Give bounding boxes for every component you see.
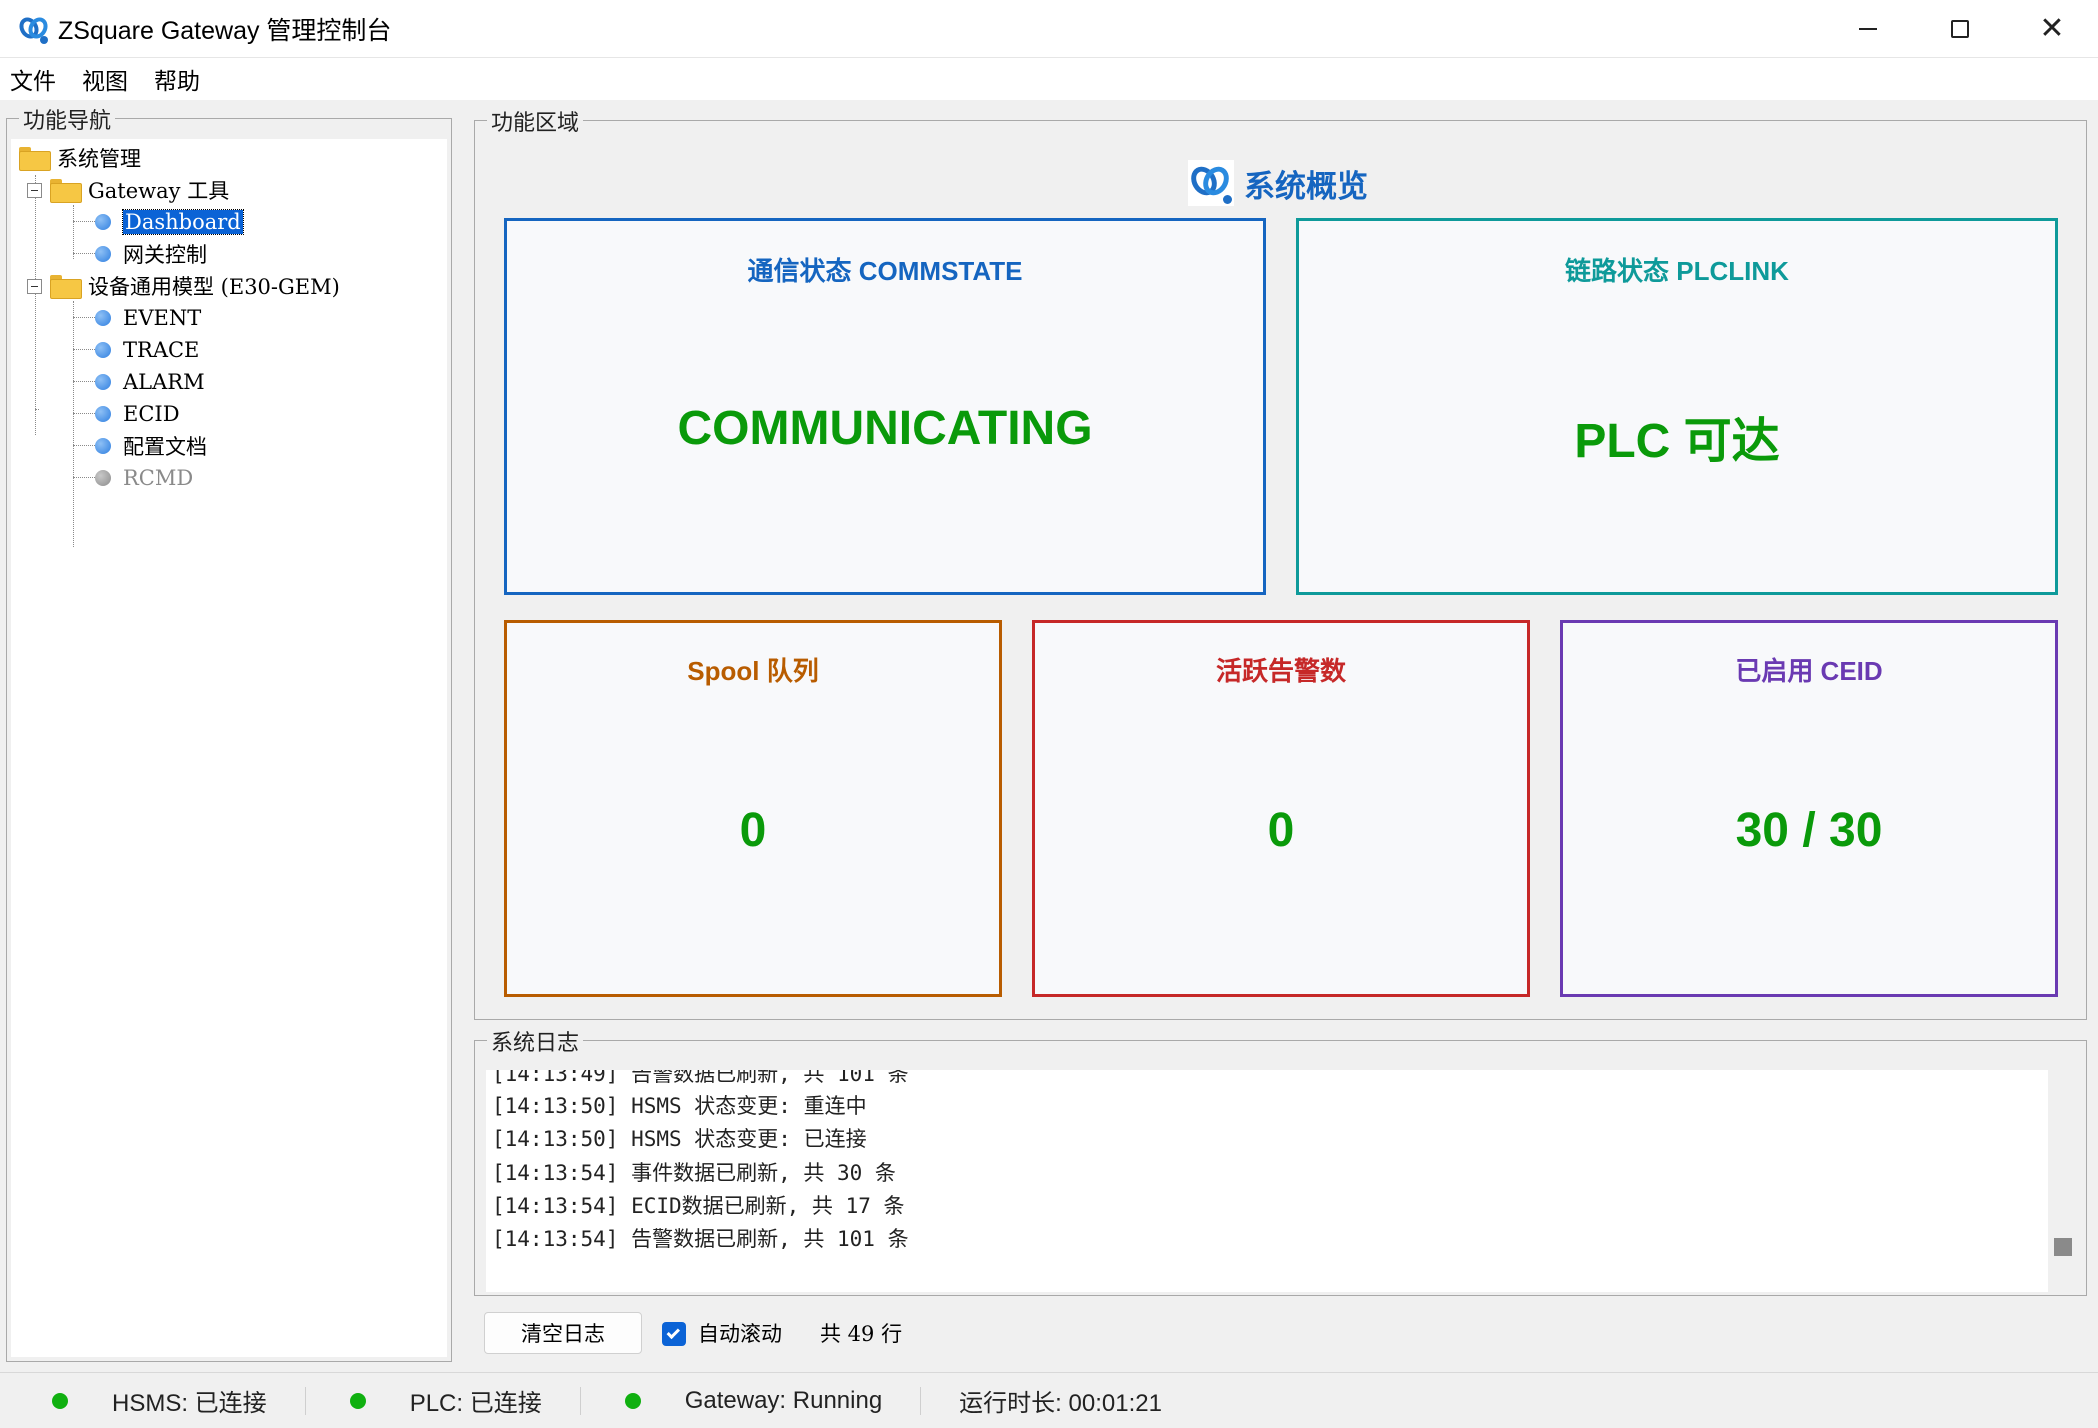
log-line: [14:13:54] 事件数据已刷新, 共 30 条	[492, 1161, 896, 1185]
log-scrollbar-thumb[interactable]	[2054, 1238, 2072, 1256]
menu-help[interactable]: 帮助	[154, 68, 200, 94]
card-spool-queue: Spool 队列 0	[504, 620, 1002, 997]
work-area-title: 功能区域	[487, 105, 584, 137]
tree-item-event[interactable]: EVENT	[95, 303, 201, 333]
window-title: ZSquare Gateway 管理控制台	[58, 16, 392, 45]
node-bullet-icon	[95, 246, 111, 262]
close-button[interactable]: ✕	[2006, 0, 2098, 58]
window-controls: ✕	[1822, 0, 2098, 58]
status-separator	[304, 1386, 306, 1415]
node-bullet-icon	[95, 342, 111, 358]
tree-node-system[interactable]: 系统管理	[19, 143, 141, 173]
card-plc-link: 链路状态 PLCLINK PLC 可达	[1296, 218, 2058, 595]
checkmark-icon	[666, 1325, 681, 1339]
log-line: [14:13:50] HSMS 状态变更: 已连接	[492, 1127, 867, 1151]
tree-node-label: Gateway 工具	[88, 179, 230, 203]
tree-item-label: Dashboard	[122, 209, 244, 235]
minimize-button[interactable]	[1822, 0, 1914, 58]
log-line: [14:13:50] HSMS 状态变更: 重连中	[492, 1094, 867, 1118]
overview-title: 系统概览	[1244, 168, 1368, 204]
card-comm-state: 通信状态 COMMSTATE COMMUNICATING	[504, 218, 1266, 595]
log-group: 系统日志	[474, 1025, 2087, 1296]
log-group-title: 系统日志	[487, 1025, 584, 1057]
tree-item-ecid[interactable]: ECID	[95, 399, 180, 429]
tree-item-alarm[interactable]: ALARM	[95, 367, 205, 397]
card-active-alarms: 活跃告警数 0	[1032, 620, 1530, 997]
card-alarm-label: 活跃告警数	[1215, 656, 1346, 686]
tree-item-label: RCMD	[123, 466, 194, 490]
menu-view[interactable]: 视图	[82, 68, 128, 94]
card-spool-label: Spool 队列	[687, 656, 819, 686]
menu-bar: 文件 视图 帮助	[0, 58, 2098, 100]
node-bullet-icon	[95, 374, 111, 390]
overview-header: 系统概览	[1186, 160, 1368, 206]
gateway-status-text: Gateway: Running	[684, 1386, 883, 1414]
gateway-status-icon	[624, 1392, 641, 1409]
nav-tree[interactable]: 系统管理 Gateway 工具 Dashboard 网关控制 设备通用模型 (E…	[11, 139, 447, 1357]
plc-status-text: PLC: 已连接	[409, 1390, 542, 1417]
log-line: [14:13:54] 告警数据已刷新, 共 101 条	[492, 1227, 909, 1251]
tree-item-label: ECID	[123, 402, 180, 426]
close-icon: ✕	[2039, 12, 2065, 45]
tree-item-dashboard[interactable]: Dashboard	[95, 207, 244, 237]
tree-item-label: 网关控制	[123, 243, 207, 267]
node-bullet-icon	[95, 214, 111, 230]
menu-file[interactable]: 文件	[10, 68, 56, 94]
app-logo-icon	[1186, 160, 1234, 206]
plc-status-icon	[349, 1392, 366, 1409]
card-spool-value: 0	[739, 804, 767, 857]
uptime-text: 运行时长: 00:01:21	[959, 1390, 1162, 1417]
minimize-icon	[1859, 28, 1877, 30]
node-bullet-icon	[95, 310, 111, 326]
log-line: [14:13:49] 告警数据已刷新, 共 101 条	[492, 1070, 909, 1086]
tree-item-gateway-control[interactable]: 网关控制	[95, 239, 207, 269]
folder-icon	[50, 275, 82, 299]
auto-scroll-label[interactable]: 自动滚动	[698, 1322, 782, 1346]
card-enabled-ceid: 已启用 CEID 30 / 30	[1560, 620, 2058, 997]
maximize-button[interactable]	[1914, 0, 2006, 58]
log-scrollbar[interactable]	[2048, 1070, 2064, 1292]
status-bar: HSMS: 已连接 PLC: 已连接 Gateway: Running 运行时长…	[0, 1372, 2098, 1428]
hsms-status-text: HSMS: 已连接	[112, 1390, 267, 1417]
node-bullet-disabled-icon	[95, 470, 111, 486]
card-plc-value: PLC 可达	[1574, 415, 1780, 468]
card-ceid-value: 30 / 30	[1735, 804, 1883, 857]
maximize-icon	[1951, 20, 1969, 38]
card-comm-value: COMMUNICATING	[677, 402, 1093, 455]
card-plc-label: 链路状态 PLCLINK	[1565, 256, 1789, 286]
tree-item-trace[interactable]: TRACE	[95, 335, 199, 365]
collapse-icon[interactable]	[27, 182, 42, 198]
folder-icon	[19, 147, 51, 171]
log-line-count: 共 49 行	[820, 1322, 903, 1346]
title-bar: ZSquare Gateway 管理控制台 ✕	[0, 0, 2098, 58]
tree-item-label: TRACE	[123, 338, 200, 362]
log-output[interactable]: [14:13:49] 告警数据已刷新, 共 101 条 [14:13:50] H…	[486, 1070, 2048, 1292]
tree-node-gateway-tools[interactable]: Gateway 工具	[27, 175, 229, 205]
status-separator	[920, 1386, 922, 1415]
tree-item-label: EVENT	[123, 306, 202, 330]
folder-icon	[50, 179, 82, 203]
log-line: [14:13:54] ECID数据已刷新, 共 17 条	[492, 1194, 905, 1218]
tree-item-label: 配置文档	[123, 435, 207, 459]
nav-group: 功能导航 系统管理 Gateway 工具 Dashboard 网关控制	[6, 103, 452, 1362]
node-bullet-icon	[95, 438, 111, 454]
tree-item-rcmd: RCMD	[95, 463, 193, 493]
status-separator	[579, 1386, 581, 1415]
work-area-group: 功能区域	[474, 105, 2087, 1020]
tree-item-label: ALARM	[123, 370, 205, 394]
tree-node-equipment-model[interactable]: 设备通用模型 (E30-GEM)	[27, 271, 340, 301]
nav-group-title: 功能导航	[19, 103, 116, 135]
card-alarm-value: 0	[1267, 804, 1295, 857]
collapse-icon[interactable]	[27, 278, 42, 294]
hsms-status-icon	[52, 1392, 68, 1409]
node-bullet-icon	[95, 406, 111, 422]
card-comm-label: 通信状态 COMMSTATE	[747, 256, 1023, 286]
clear-log-button[interactable]: 清空日志	[484, 1312, 642, 1354]
tree-node-label: 设备通用模型 (E30-GEM)	[88, 275, 340, 299]
tree-node-label: 系统管理	[57, 147, 141, 171]
card-ceid-label: 已启用 CEID	[1735, 656, 1883, 686]
auto-scroll-checkbox[interactable]	[662, 1322, 686, 1346]
app-logo-icon	[15, 13, 52, 44]
tree-item-config-docs[interactable]: 配置文档	[95, 431, 207, 461]
